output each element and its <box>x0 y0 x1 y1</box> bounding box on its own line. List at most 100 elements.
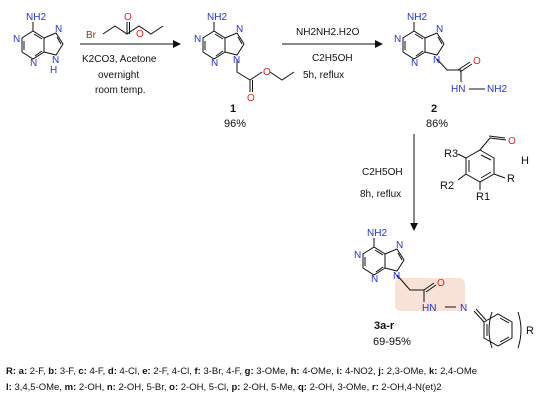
c1-n-label: N <box>211 58 218 69</box>
step1-time: overnight <box>98 70 139 81</box>
product-yield: 69-95% <box>373 336 411 348</box>
product-3a-r-structure <box>362 238 522 349</box>
legend-value: 2-F, <box>29 366 46 377</box>
step3-conditions: 8h, reflux <box>360 189 401 200</box>
benzaldehyde-structure <box>457 135 507 190</box>
adenine-n-label: N <box>55 24 62 35</box>
p-n-label: N <box>371 274 378 285</box>
c1-carbonyl-o-label: O <box>247 93 255 104</box>
legend-value: 2-OH, 5-Cl, <box>180 382 229 393</box>
step2-solvent: C2H5OH <box>312 53 353 64</box>
step3-solvent: C2H5OH <box>362 167 403 178</box>
c1-nh2-label: NH2 <box>207 12 227 23</box>
legend-key: e: <box>139 366 154 377</box>
c2-nh2-terminal-label: NH2 <box>487 84 507 95</box>
legend-key: p: <box>228 382 244 393</box>
legend-value: 2-F, 4-Cl, <box>153 366 192 377</box>
legend-value: 3-OMe, <box>256 366 288 377</box>
r-substituent: R <box>507 173 515 185</box>
p-n-imine-label: N <box>460 303 467 314</box>
legend-value: 3-Br, 4-F, <box>203 366 243 377</box>
c2-n9-label: N <box>433 55 440 66</box>
p-nh2-label: NH2 <box>367 228 387 239</box>
compound-2-number: 2 <box>431 103 437 115</box>
legend-key: i: <box>333 366 345 377</box>
legend-key: d: <box>105 366 120 377</box>
legend-key: m: <box>61 382 79 393</box>
legend-key: k: <box>426 366 441 377</box>
r1-substituent: R1 <box>476 191 490 203</box>
ester-oxygen-label: O <box>136 29 144 40</box>
legend-value: 4-NO2, <box>345 366 376 377</box>
adenine-structure <box>21 22 64 60</box>
adenine-nh2-label: NH2 <box>26 12 46 23</box>
c2-carbonyl-o-label: O <box>473 56 481 67</box>
r2-substituent: R2 <box>440 180 454 192</box>
p-n-label: N <box>354 250 361 261</box>
compound-1-number: 1 <box>230 103 236 115</box>
legend-key: r: <box>369 382 382 393</box>
compound-2-yield: 86% <box>426 118 448 130</box>
adenine-n-label: N <box>52 55 59 66</box>
legend-key: q: <box>295 382 310 393</box>
c1-n-label: N <box>194 34 201 45</box>
compound-1-structure <box>202 22 295 92</box>
adenine-n-label: N <box>13 34 20 45</box>
legend-value: 2,4-OMe <box>440 366 478 377</box>
hydrazone-highlight <box>395 278 465 311</box>
legend-key: a: <box>18 366 30 377</box>
compound-2-structure <box>402 22 473 82</box>
legend-value: 2-OH, 5-Me, <box>243 382 296 393</box>
adenine-n-label: N <box>30 58 37 69</box>
ethyl-bromoacetate-structure <box>102 22 164 35</box>
c2-hn-label: HN <box>451 84 465 95</box>
legend-key: j: <box>375 366 387 377</box>
legend-key: b: <box>45 366 60 377</box>
carbonyl-oxygen-label: O <box>124 12 132 23</box>
adenine-h-label: H <box>50 65 57 76</box>
step1-temperature: room temp. <box>95 85 146 96</box>
legend-value: 2-OH, <box>78 382 105 393</box>
legend-key: o: <box>166 382 181 393</box>
p-n-label: N <box>396 240 403 251</box>
legend-value: 4-F, <box>89 366 106 377</box>
step1-base-solvent: K2CO3, Acetone <box>82 54 157 65</box>
substituent-legend-line-1: R: a: 2-F, b: 3-F, c: 4-F, d: 4-Cl, e: 2… <box>6 366 477 377</box>
legend-value: 2-OH, 5-Br, <box>118 382 167 393</box>
legend-value: 2-OH,4-N(et)2 <box>381 382 442 393</box>
product-number: 3a-r <box>374 320 395 332</box>
step2-reagent: NH2NH2.H2O <box>296 27 360 38</box>
p-r-label: R <box>526 325 534 337</box>
legend-value: 3,4,5-OMe, <box>14 382 62 393</box>
legend-key: n: <box>104 382 119 393</box>
c1-n-label: N <box>236 24 243 35</box>
p-n9-label: N <box>393 271 400 282</box>
c1-ester-o-label: O <box>263 67 271 78</box>
legend-value: 3-F, <box>59 366 76 377</box>
legend-prefix: R: <box>6 366 17 377</box>
legend-key: f: <box>191 366 204 377</box>
substituent-legend-line-2: l: 3,4,5-OMe, m: 2-OH, n: 2-OH, 5-Br, o:… <box>6 382 442 393</box>
legend-value: 4-OMe, <box>302 366 334 377</box>
legend-key: h: <box>287 366 303 377</box>
c2-n-label: N <box>436 24 443 35</box>
step2-conditions: 5h, reflux <box>303 70 344 81</box>
compound-1-yield: 96% <box>224 118 246 130</box>
legend-value: 2,3-OMe, <box>386 366 427 377</box>
aldehyde-o-label: O <box>508 136 516 147</box>
c1-n9-label: N <box>233 55 240 66</box>
p-hn-label: HN <box>422 303 436 314</box>
legend-value: 2-OH, 3-OMe, <box>309 382 370 393</box>
legend-key: l: <box>6 382 15 393</box>
aldehyde-h-label: H <box>521 155 529 167</box>
c2-n-label: N <box>411 58 418 69</box>
legend-key: c: <box>75 366 90 377</box>
legend-value: 4-Cl, <box>119 366 140 377</box>
c2-nh2-label: NH2 <box>407 12 427 23</box>
r3-substituent: R3 <box>444 148 458 160</box>
bromo-label: Br <box>86 30 97 41</box>
p-carbonyl-o-label: O <box>437 278 445 289</box>
c2-n-label: N <box>394 34 401 45</box>
legend-key: g: <box>242 366 257 377</box>
